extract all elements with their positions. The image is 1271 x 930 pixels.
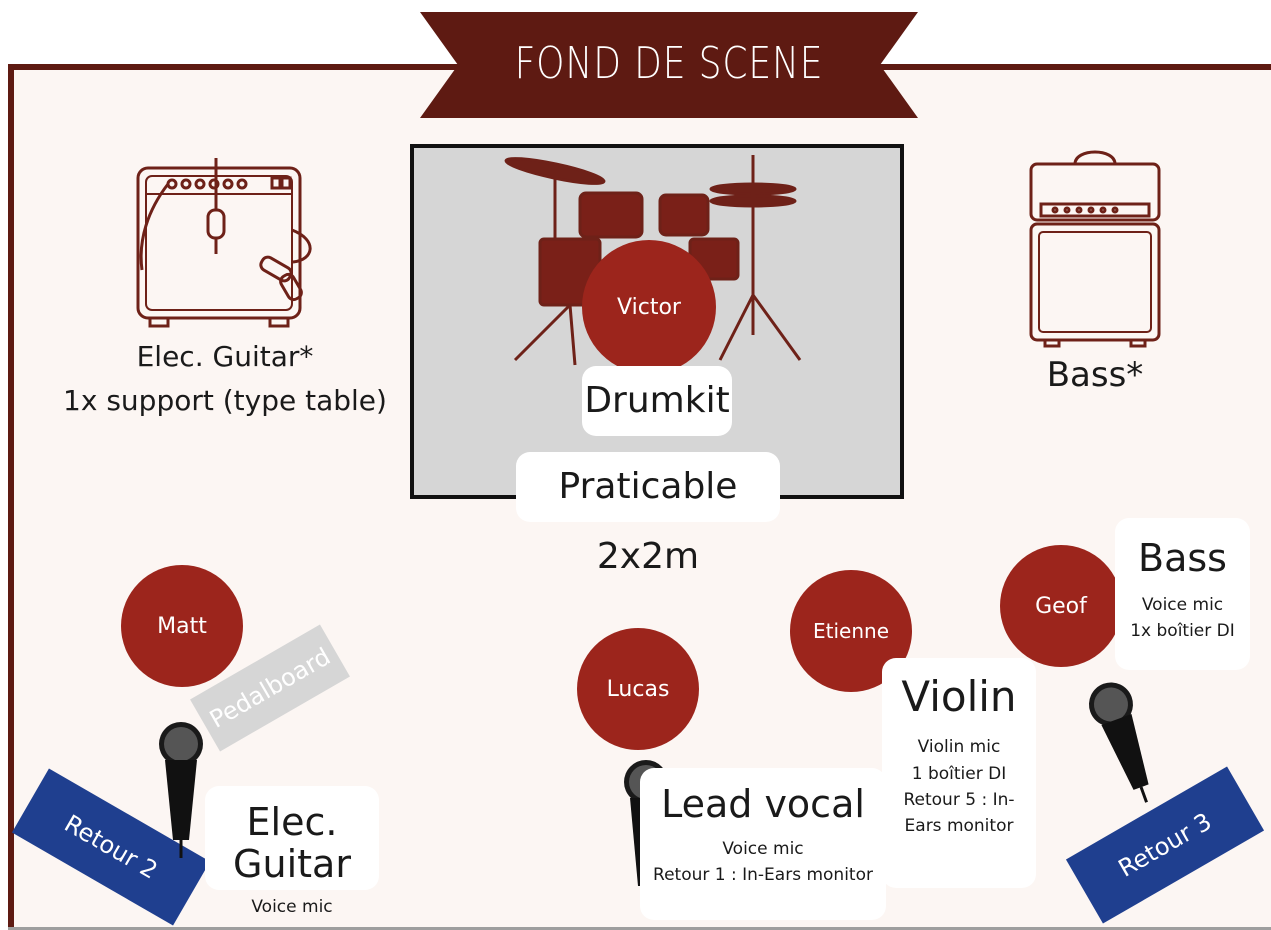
banner-title: FOND DE SCENE	[514, 37, 824, 89]
guitar-support-label: 1x support (type table)	[63, 384, 387, 417]
musician-circle-lucas: Lucas	[577, 628, 699, 750]
guitar-card-line1: Voice mic	[251, 896, 333, 917]
bass-card-line2: 1x boîtier DI	[1130, 621, 1235, 642]
musician-circle-victor: Victor	[582, 240, 716, 374]
bass-card-line1: Voice mic	[1141, 594, 1224, 615]
violin-card-line2: 1 boîtier DI	[911, 763, 1007, 784]
microphone-icon	[1088, 682, 1149, 803]
violin-card: Violin Violin mic 1 boîtier DI Retour 5 …	[882, 658, 1036, 888]
lead-vocal-card: Lead vocal Voice mic Retour 1 : In-Ears …	[640, 768, 886, 920]
lead-card-line1: Voice mic	[722, 838, 804, 859]
riser-label: Praticable 2x2m	[516, 452, 780, 577]
bass-amp-label: Bass*	[1046, 355, 1144, 395]
guitar-card: Elec. Guitar Voice mic	[205, 786, 379, 917]
guitar-amp-icon	[136, 158, 312, 328]
guitar-amp-label: Elec. Guitar*	[136, 340, 314, 373]
lead-card-line2: Retour 1 : In-Ears monitor	[653, 865, 873, 886]
drumkit-label: Drumkit	[582, 366, 732, 436]
stage-front-edge	[8, 927, 1271, 930]
banner-ribbon	[420, 12, 918, 118]
violin-card-line4: Ears monitor	[904, 816, 1014, 837]
violin-card-title: Violin	[901, 672, 1017, 721]
violin-card-line1: Violin mic	[917, 737, 1001, 758]
musician-circle-geof: Geof	[1000, 545, 1122, 667]
bass-card: Bass Voice mic 1x boîtier DI	[1115, 518, 1250, 670]
guitar-card-title: Elec. Guitar	[233, 800, 351, 886]
lead-card-title: Lead vocal	[661, 782, 865, 826]
bass-amp-icon	[1029, 150, 1161, 348]
musician-circle-matt: Matt	[121, 565, 243, 687]
bass-card-title: Bass	[1138, 536, 1227, 580]
microphone-icon	[159, 722, 203, 858]
violin-card-line3: Retour 5 : In-	[903, 789, 1015, 810]
